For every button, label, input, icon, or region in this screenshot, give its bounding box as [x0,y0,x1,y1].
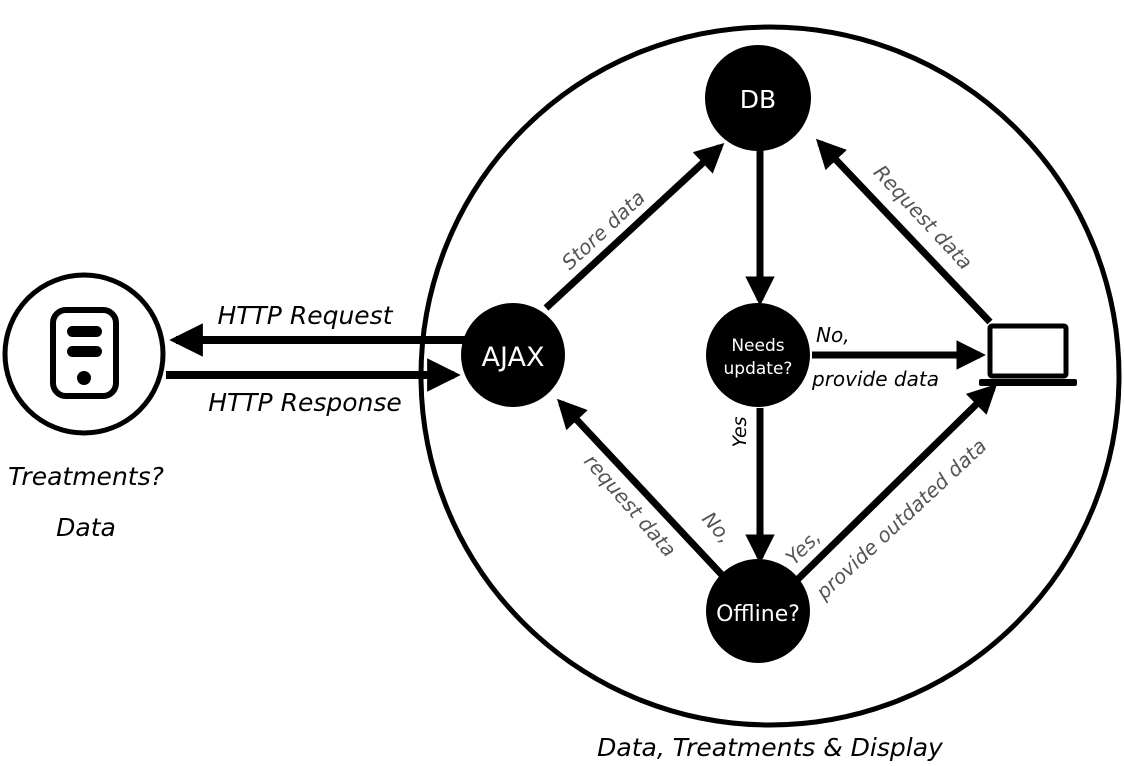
no-label: No, [816,323,850,347]
http-request-label: HTTP Request [217,301,393,330]
server-icon [50,307,119,399]
no-request-label-2: request data [579,449,681,561]
store-data-label: Store data [557,185,650,274]
laptop-icon [979,323,1077,386]
no-request-label-1: No, [697,507,737,548]
client-caption: Data, Treatments & Display [597,733,944,762]
server-caption-1: Treatments? [8,462,164,491]
no-request-data-arrow [556,398,725,578]
store-data-arrow [543,143,725,311]
needs-update-label-2: update? [724,359,793,379]
http-response-label: HTTP Response [208,388,402,417]
offline-label: Offline? [716,602,800,627]
yes-outdated-arrow [792,383,998,585]
offline-node: Offline? [706,559,810,663]
request-data-label: Request data [869,160,978,274]
db-label: DB [740,85,776,114]
request-data-arrow [815,138,993,325]
server-caption-2: Data [56,513,116,542]
ajax-label: AJAX [482,342,545,373]
yes-outdated-label-2: provide outdated data [810,434,991,605]
server-node [2,272,166,436]
needs-update-label-1: Needs [731,336,784,356]
ajax-node: AJAX [461,303,565,407]
yes-label: Yes [729,416,751,447]
needs-update-node: Needs update? [706,303,810,407]
db-node: DB [705,45,811,151]
provide-data-label: provide data [811,367,939,391]
